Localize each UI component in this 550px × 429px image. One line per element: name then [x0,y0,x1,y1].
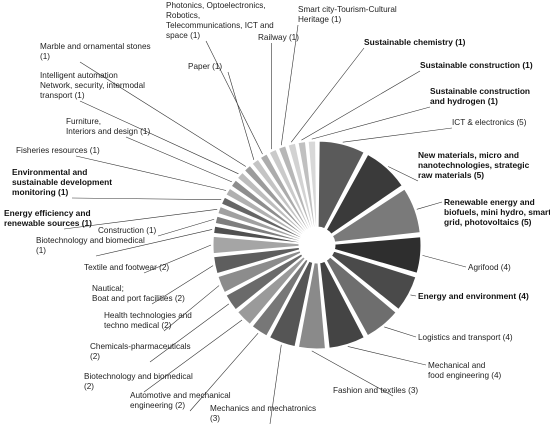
leader-line [189,332,259,412]
slice-label: Energy and environment (4) [418,291,529,301]
pie-slice [225,253,304,311]
slice-label: Logistics and transport (4) [418,333,513,342]
slice-label: Biotechnology and biomedical(1) [36,236,145,255]
slice-label: Mechanics and mechatronics(3) [210,404,316,423]
leader-line [342,127,453,143]
pie-slice [213,246,301,275]
pie-slice [268,260,314,348]
pie-slice [220,196,302,239]
pie-slice [307,140,318,228]
slice-label: Agrifood (4) [468,263,511,272]
leader-line [163,285,220,332]
pie-slice [268,148,311,230]
leader-line [63,208,218,230]
pie-slice [236,256,306,326]
slice-label: Textile and footwear (2) [84,263,169,272]
pie-slice [330,250,417,311]
pie-slices [212,140,422,350]
slice-label: Fashion and textiles (3) [333,386,418,395]
slice-label: ICT & electronics (5) [452,118,527,127]
slice-label: Sustainable chemistry (1) [364,37,466,47]
leader-line [291,47,365,143]
pie-slice [217,205,301,241]
pie-slice [230,179,304,236]
leader-line [269,344,282,425]
leader-line [71,197,222,200]
pie-slice [277,145,313,229]
pie-slice [251,158,308,232]
leader-line [79,100,239,175]
leader-line [151,265,214,305]
pie-slice [243,164,307,233]
slice-label: Chemicals-pharmaceuticals(2) [90,342,191,361]
pie-slice [297,262,326,350]
leader-line [416,201,443,210]
leader-line [205,40,263,155]
pie-slice [225,187,303,237]
leader-line [227,71,255,160]
leader-line [280,24,299,146]
leader-line [157,218,215,237]
pie-slice [325,153,403,235]
leader-line [125,136,232,183]
pie-slice [319,260,365,349]
slice-label: Railway (1) [258,33,299,42]
leader-line [143,244,212,274]
slice-label: Nautical;Boat and port facilities (2) [92,284,185,303]
slice-label: Marble and ornamental stones(1) [40,42,151,61]
leader-line [422,255,467,268]
slice-label: Construction (1) [98,226,157,235]
slice-label: Furniture,Interiors and design (1) [66,117,150,136]
leader-line [311,350,394,397]
pie-slice [217,250,302,294]
pie-slice [212,235,300,255]
leader-lines [63,24,467,425]
pie-slice [317,140,365,230]
pie-slice [213,225,300,244]
leader-line [410,294,417,297]
leader-line [95,229,213,257]
pie-slice [251,258,309,337]
leader-line [311,106,431,140]
leader-line [347,346,427,366]
pie-slice [287,142,314,229]
leader-line [384,326,417,338]
leader-line [388,166,419,182]
slice-label: Fisheries resources (1) [16,146,100,155]
pie-slice [325,256,397,337]
pie-slice [331,188,421,243]
pie-slice [259,153,309,231]
pie-slice [333,236,422,274]
leader-line [301,70,421,141]
leader-line [79,61,246,167]
pie-slice [236,171,305,235]
leader-line [143,319,243,393]
slice-label: Paper (1) [188,62,222,71]
slice-label: Photonics, Optoelectronics,Robotics,Tele… [166,1,274,40]
slice-label: Sustainable construction (1) [420,60,533,70]
leader-line [149,303,230,363]
slice-label: Biotechnology and biomedical(2) [84,372,193,391]
leader-line [75,155,227,191]
pie-slice [297,141,316,228]
pie-slice [214,215,301,242]
slice-labels: ICT & electronics (5) New materials, micr… [4,1,550,423]
